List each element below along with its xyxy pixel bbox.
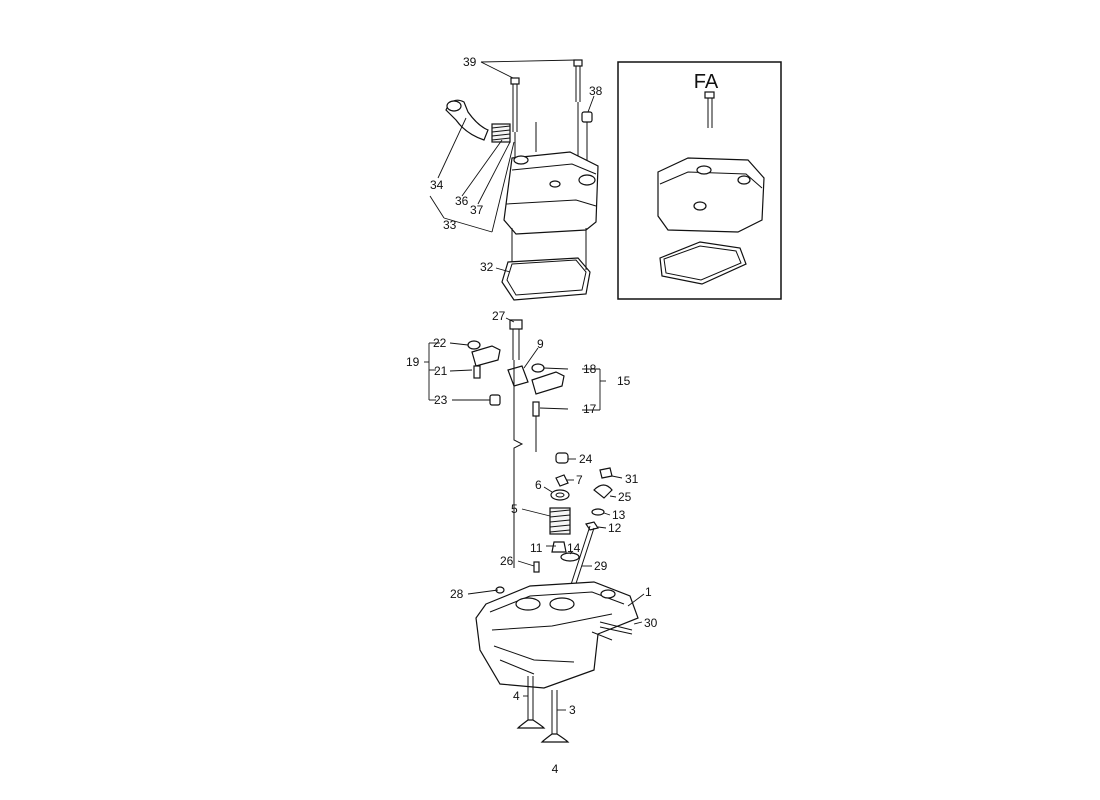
callout-32: 32 [480,260,494,274]
callout-11: 11 [530,541,543,555]
inset-frame [617,61,782,300]
nut-31 [599,467,613,479]
pivot-9 [507,365,529,387]
clip-12 [585,521,599,531]
callout-15: 15 [617,374,631,388]
valve-cap-24 [555,452,569,464]
callout-39: 39 [463,55,477,69]
cap-25 [593,484,613,499]
cylinder-head [475,581,639,689]
callout-28: 28 [450,587,464,601]
valve-spring-5 [549,507,571,535]
cover-bolt-left [510,77,520,132]
callout-12: 12 [608,521,622,535]
callout-14: 14 [567,541,581,555]
valve-cover-group [445,59,599,301]
callout-1: 1 [645,585,652,599]
callout-24: 24 [579,452,593,466]
ring-13 [591,508,605,516]
callout-26: 26 [500,554,514,568]
callout-22: 22 [433,336,447,350]
callout-7: 7 [576,473,583,487]
nut-22 [467,340,481,350]
callout-4: 4 [513,689,520,703]
rocker-arm-15 [531,371,565,395]
callout-13: 13 [612,508,626,522]
cap-23 [489,394,501,406]
inset-title: FA [694,71,719,93]
callout-9: 9 [537,337,544,351]
callout-36: 36 [455,194,469,208]
seal-11 [551,541,567,553]
callout-31: 31 [625,472,639,486]
callout-30: 30 [644,616,658,630]
callout-27: 27 [492,309,506,323]
rocker-bolt [509,319,523,330]
page-number: 4 [551,762,559,776]
callout-25: 25 [618,490,632,504]
cover-bolt-right [573,59,583,102]
spring-37 [491,123,511,143]
callout-6: 6 [535,478,542,492]
valve-cover [503,151,599,235]
callout-5: 5 [511,502,518,516]
callout-18: 18 [583,362,597,376]
callout-34: 34 [430,178,444,192]
washer-14 [560,552,580,562]
valve-3 [540,690,570,743]
callout-3: 3 [569,703,576,717]
callout-labels: 39 38 34 36 37 33 32 27 9 22 19 21 23 18… [406,55,658,717]
keeper-7 [555,474,569,487]
callout-21: 21 [434,364,448,378]
cover-gasket [501,257,591,301]
callout-19: 19 [406,355,420,369]
callout-23: 23 [434,393,448,407]
callout-38: 38 [589,84,603,98]
callout-37: 37 [470,203,484,217]
callout-29: 29 [594,559,608,573]
inset-fa: FA [617,61,782,300]
callout-33: 33 [443,218,457,232]
valve-4 [516,676,546,729]
retainer-6 [550,489,570,501]
spacer-38 [581,111,593,123]
callout-17: 17 [583,402,597,416]
leader-lines [424,59,645,711]
rocker-arm-19 [471,345,501,367]
